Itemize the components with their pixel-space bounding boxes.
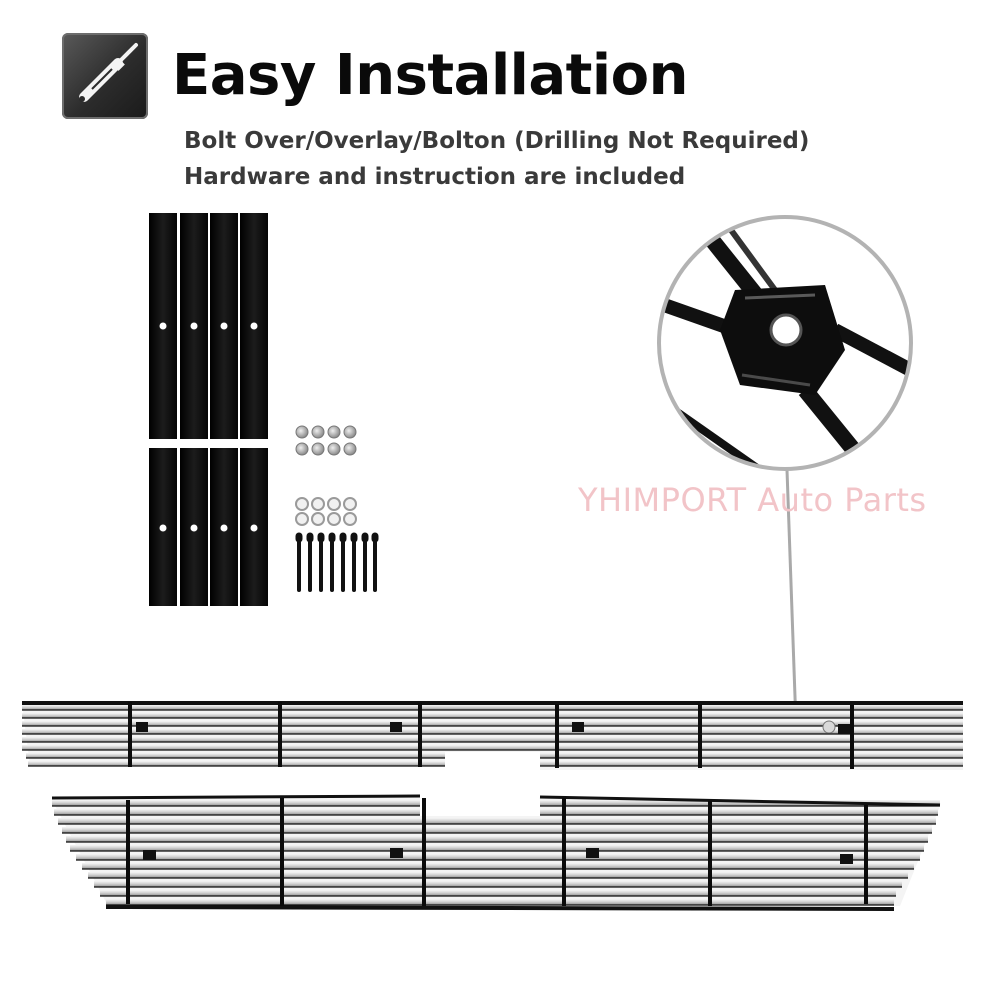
watermark: YHIMPORT Auto Parts <box>578 481 927 519</box>
nuts <box>295 425 357 456</box>
page-title: Easy Installation <box>172 43 688 108</box>
subtitle-line-1: Bolt Over/Overlay/Bolton (Drilling Not R… <box>184 128 810 154</box>
screwdriver-icon <box>62 33 148 119</box>
callout-line <box>785 469 798 726</box>
upper-grille <box>22 701 963 770</box>
bolts <box>295 532 379 592</box>
subtitle-line-2: Hardware and instruction are included <box>184 164 686 190</box>
lower-brackets <box>149 448 268 606</box>
upper-brackets <box>149 213 268 439</box>
lower-grille <box>51 794 941 911</box>
washers <box>295 497 357 526</box>
detail-loupe <box>657 215 913 471</box>
